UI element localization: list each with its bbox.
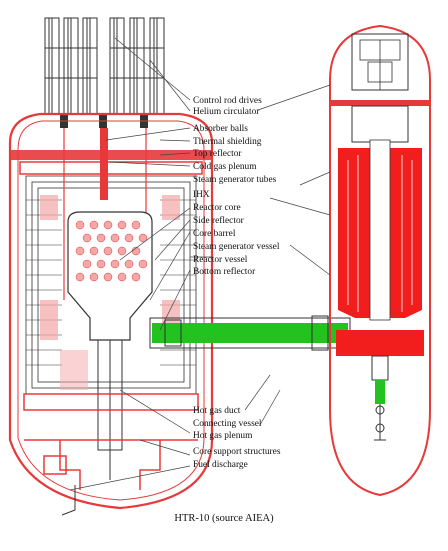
label-core-support-structures: Core support structures — [193, 447, 281, 457]
label-core-barrel: Core barrel — [193, 229, 236, 239]
leader-lines — [69, 37, 331, 491]
label-cold-gas-plenum: Cold gas plenum — [193, 162, 257, 172]
label-helium-circulator: Helium circulator — [193, 107, 260, 117]
circulator-detail — [359, 39, 401, 90]
core-support-structures — [24, 439, 198, 490]
label-steam-generator-tubes: Steam generator tubes — [193, 175, 277, 185]
sg-outlet-shaft — [371, 355, 389, 381]
label-top-reflector: Top reflector — [193, 149, 242, 159]
sg-upper-head — [351, 105, 409, 143]
label-connecting-vessel: Connecting vessel — [193, 419, 262, 429]
bottom-plenum-band — [23, 393, 199, 411]
cold-gas-plenum — [19, 161, 203, 175]
label-reactor-vessel: Reactor vessel — [193, 255, 248, 265]
label-reactor-core: Reactor core — [193, 203, 241, 213]
label-thermal-shielding: Thermal shielding — [193, 137, 262, 147]
discharge-pipe — [61, 485, 76, 516]
label-absorber-balls: Absorber balls — [193, 124, 248, 134]
label-control-rod-drives: Control rod drives — [193, 96, 262, 106]
label-fuel-discharge: Fuel discharge — [193, 460, 248, 470]
label-side-reflector: Side reflector — [193, 216, 244, 226]
sg-green-outlet — [375, 380, 385, 404]
hot-gas-plenum-fill — [60, 350, 88, 390]
thermal-shielding — [25, 175, 197, 395]
steam-generator-vessel — [329, 24, 431, 497]
hot-gas-duct — [149, 315, 351, 351]
reactor-vessel-inner — [17, 120, 205, 501]
label-ihx: IHX — [193, 190, 210, 200]
control-rod-drive-tubes — [44, 17, 165, 115]
figure-caption: HTR-10 (source AIEA) — [174, 513, 274, 524]
sg-bottom-pipes — [374, 404, 386, 441]
label-hot-gas-plenum: Hot gas plenum — [193, 431, 253, 441]
label-steam-generator-vessel: Steam generator vessel — [193, 242, 280, 252]
central-rod — [100, 128, 108, 200]
reactor-vessel-outline — [8, 112, 214, 510]
label-bottom-reflector: Bottom reflector — [193, 267, 256, 277]
sg-central-column — [369, 139, 391, 321]
sg-lower-band — [336, 330, 424, 356]
label-hot-gas-duct: Hot gas duct — [193, 406, 241, 416]
sg-top-flange — [330, 100, 430, 106]
sg-tube-lines — [347, 155, 413, 312]
top-flange — [10, 150, 212, 160]
fuel-pebbles — [75, 220, 148, 282]
